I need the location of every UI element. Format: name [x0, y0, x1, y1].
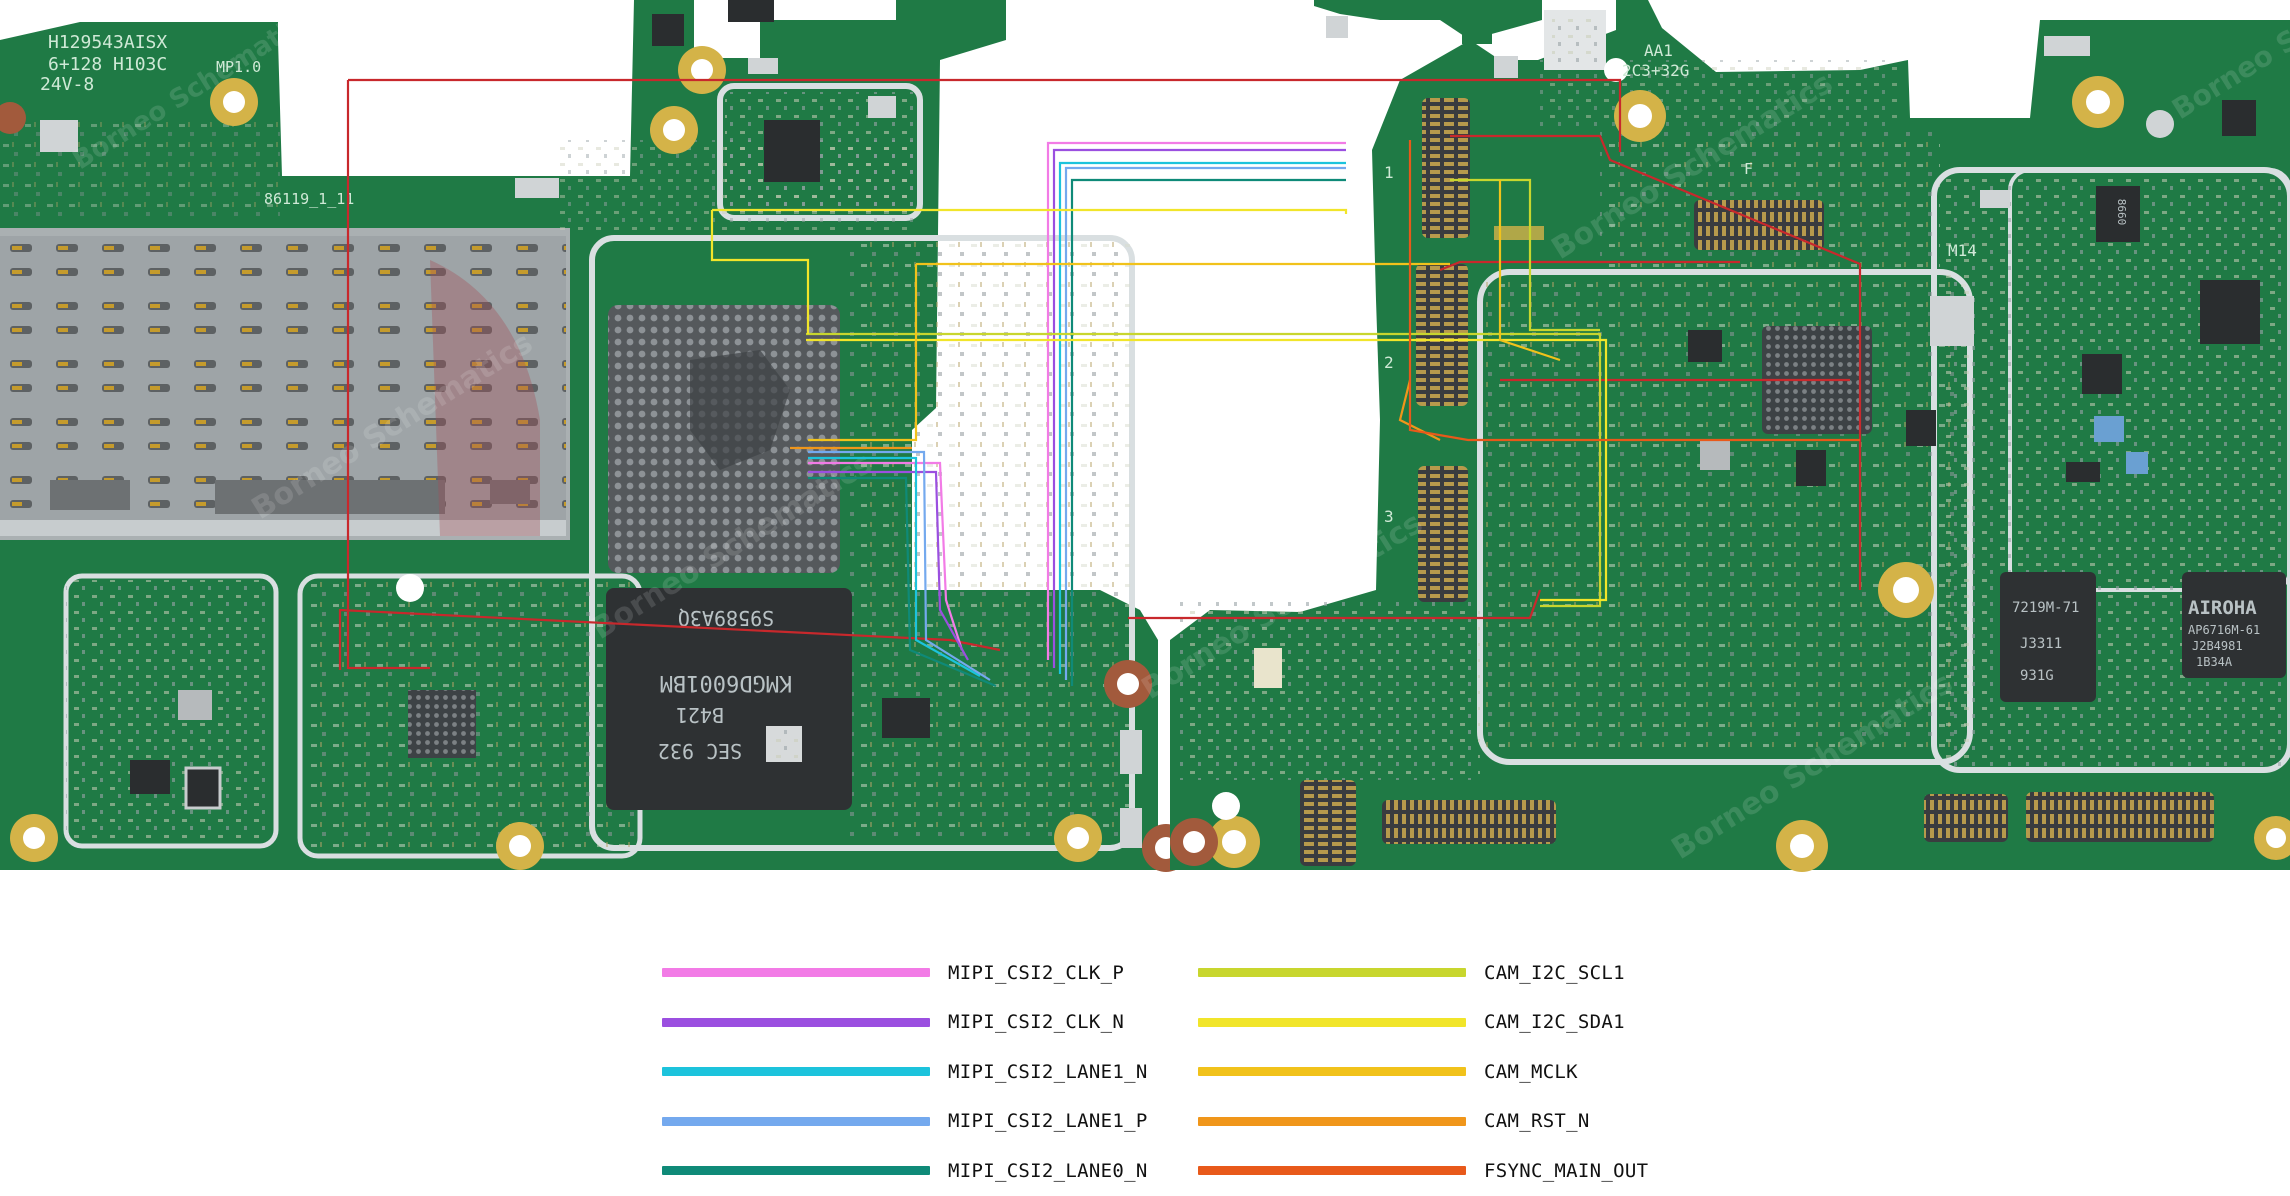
legend-label: CAM_I2C_SDA1 [1484, 1011, 1625, 1034]
camera-connector-1 [1422, 98, 1470, 238]
emmc-line-1: S9589A3Q [678, 606, 774, 630]
legend-item: MIPI_CSI2_CLK_P [662, 948, 1148, 998]
trace-red-2 [346, 80, 430, 670]
trace-lane1-n-b [808, 456, 981, 677]
connector-bottom-right [2026, 792, 2214, 842]
ic-right-2-line-4: 1B34A [2196, 655, 2233, 669]
ic-right-2-line-3: J2B4981 [2192, 639, 2243, 653]
legend-column-cam: CAM_I2C_SCL1 CAM_I2C_SDA1 CAM_MCLK CAM_R… [1198, 948, 1648, 1196]
signal-traces [338, 78, 1862, 688]
trace-red-4 [1450, 134, 1862, 590]
legend-item: MIPI_CSI2_LANE1_P [662, 1097, 1148, 1147]
mounting-holes-right [1170, 58, 2290, 872]
trace-red-7 [338, 608, 1001, 670]
trace-mclk-b [808, 264, 918, 442]
connector-bottom-right-small [1924, 794, 2008, 842]
legend-label: FSYNC_MAIN_OUT [1484, 1159, 1649, 1182]
trace-clk-n [1052, 148, 1346, 668]
trace-mclk-c [1498, 180, 1561, 362]
ic-right-1-line-2: J3311 [2020, 636, 2062, 652]
silk-board-id: 86119_1_11 [264, 190, 354, 208]
legend-swatch [662, 968, 930, 978]
ic-right-2: AIROHA AP6716M-61 J2B4981 1B34A [2182, 572, 2286, 678]
trace-red-3 [1128, 589, 1542, 620]
emmc-line-4: SEC 932 [658, 739, 742, 763]
legend-swatch [1198, 968, 1466, 978]
trace-lane1-n [1058, 161, 1346, 674]
legend-swatch [662, 1067, 930, 1077]
silk-top-left-code-2: 6+128 H103C [48, 54, 167, 75]
legend-label: CAM_MCLK [1484, 1060, 1578, 1083]
legend-item: FSYNC_MAIN_OUT [1198, 1146, 1648, 1196]
legend-label: MIPI_CSI2_CLK_P [948, 961, 1125, 984]
silk-right-tag: M14 [1948, 241, 1977, 260]
silk-top-left-tag: MP1.0 [216, 58, 261, 76]
silk-connector-num-3: 3 [1384, 507, 1394, 526]
trace-i2c-sda [806, 338, 1608, 602]
legend-label: MIPI_CSI2_LANE0_N [948, 1159, 1148, 1182]
connector-top-right [1694, 200, 1824, 250]
legend-label: CAM_RST_N [1484, 1110, 1590, 1133]
ic-right-1-line-3: 931G [2020, 668, 2054, 684]
trace-i2c-scl [806, 332, 1602, 608]
legend-swatch [662, 1166, 930, 1176]
legend-item: MIPI_CSI2_CLK_N [662, 998, 1148, 1048]
legend-swatch [1198, 1017, 1466, 1027]
silk-top-right-code-1: AA1 [1644, 41, 1673, 60]
emmc-line-3: B421 [676, 703, 724, 727]
legend-swatch [662, 1116, 930, 1126]
legend-label: MIPI_CSI2_LANE1_P [948, 1110, 1148, 1133]
silk-connector-num-2: 2 [1384, 353, 1394, 372]
right-board: 8660 7219M-71 J3311 931G AIROHA AP6716M-… [1136, 0, 2290, 872]
legend-swatch [1198, 1166, 1466, 1176]
legend-label: MIPI_CSI2_CLK_N [948, 1011, 1125, 1034]
trace-red-5 [1439, 260, 1740, 272]
legend-item: CAM_I2C_SDA1 [1198, 998, 1648, 1048]
trace-lane0-n-b [808, 476, 997, 688]
mounting-holes-left [0, 46, 1190, 872]
legend-swatch [1198, 1116, 1466, 1126]
legend-item: MIPI_CSI2_LANE1_N [662, 1047, 1148, 1097]
legend-swatch [1198, 1067, 1466, 1077]
connector-bottom-mid [1382, 800, 1556, 844]
trace-i2c-sda-b [712, 208, 1348, 214]
trace-i2c-scl-b [1450, 178, 1600, 332]
legend-item: CAM_RST_N [1198, 1097, 1648, 1147]
ic-right-1-line-1: 7219M-71 [2012, 600, 2079, 616]
trace-lane0-n [1070, 178, 1346, 686]
trace-lane1-p [1064, 166, 1346, 680]
silk-top-left-code-3: 24V-8 [40, 74, 94, 95]
emmc-chip: S9589A3Q KMGD6001BM B421 SEC 932 [606, 588, 852, 810]
trace-i2c-sda-c [710, 210, 810, 334]
legend-item: CAM_I2C_SCL1 [1198, 948, 1648, 998]
legend-column-mipi: MIPI_CSI2_CLK_P MIPI_CSI2_CLK_N MIPI_CSI… [662, 948, 1148, 1196]
silk-top-right-code-2: 2C3+32G [1622, 61, 1689, 80]
legend-item: MIPI_CSI2_LANE0_N [662, 1146, 1148, 1196]
trace-clk-p [1046, 141, 1346, 660]
ic-right-1: 7219M-71 J3311 931G [2000, 572, 2096, 702]
emmc-line-2: KMGD6001BM [660, 670, 792, 695]
signal-legend: MIPI_CSI2_CLK_P MIPI_CSI2_CLK_N MIPI_CSI… [662, 948, 1762, 1182]
legend-label: MIPI_CSI2_LANE1_N [948, 1060, 1148, 1083]
trace-clk-p-b [808, 461, 964, 651]
silk-top-left-code-1: H129543AISX [48, 32, 167, 53]
silk-connector-num-1: 1 [1384, 163, 1394, 182]
pcb-board-diagram: S9589A3Q KMGD6001BM B421 SEC 932 [0, 0, 2290, 872]
small-chip-label: 8660 [2115, 199, 2128, 226]
legend-item: CAM_MCLK [1198, 1047, 1648, 1097]
trace-fsync [1408, 140, 1860, 442]
left-board: S9589A3Q KMGD6001BM B421 SEC 932 [0, 0, 1190, 872]
trace-clk-n-b [808, 470, 969, 661]
silk-marker-f: F [1744, 160, 1753, 178]
ic-right-2-line-2: AP6716M-61 [2188, 623, 2260, 637]
legend-swatch [662, 1017, 930, 1027]
trace-lane1-p-b [808, 450, 991, 681]
camera-connector-3 [1418, 466, 1468, 602]
legend-label: CAM_I2C_SCL1 [1484, 961, 1625, 984]
trace-red-1 [348, 78, 1622, 152]
ic-right-2-line-1: AIROHA [2188, 597, 2257, 619]
